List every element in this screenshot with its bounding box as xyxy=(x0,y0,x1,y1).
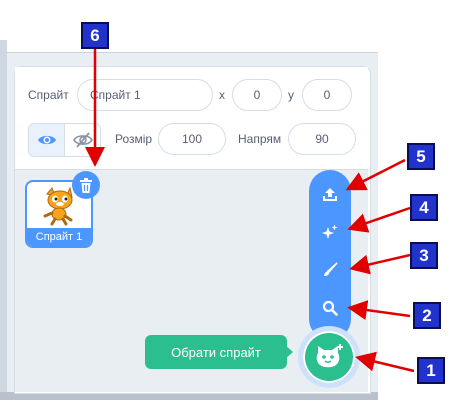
visibility-toggle xyxy=(28,123,101,157)
y-label: y xyxy=(288,88,294,102)
callout-1: 1 xyxy=(417,357,445,384)
arrow-1 xyxy=(355,351,415,373)
delete-sprite-button[interactable] xyxy=(72,171,100,199)
show-button[interactable] xyxy=(29,124,65,156)
sprite-name-field[interactable]: Спрайт 1 xyxy=(77,79,213,111)
choose-sprite-button[interactable] xyxy=(303,331,355,383)
top-strip xyxy=(0,0,474,52)
surprise-sprite-button[interactable] xyxy=(309,215,351,249)
eye-icon xyxy=(37,135,56,145)
sprite-thumbnail[interactable]: Спрайт 1 xyxy=(25,180,93,248)
size-label: Розмір xyxy=(115,132,153,146)
sprite-thumbnail-name: Спрайт 1 xyxy=(27,228,91,246)
upload-icon xyxy=(323,188,337,201)
x-field[interactable]: 0 xyxy=(232,79,282,111)
choose-sprite-tooltip: Обрати спрайт xyxy=(145,335,287,369)
arrow-4 xyxy=(347,206,411,233)
sprite-label: Спрайт xyxy=(28,88,69,102)
arrow-5 xyxy=(345,158,406,191)
callout-2: 2 xyxy=(413,302,441,329)
callout-3: 3 xyxy=(410,242,438,269)
trash-icon xyxy=(80,177,92,193)
search-sprite-button[interactable] xyxy=(309,291,351,325)
x-label: x xyxy=(219,88,225,102)
direction-field[interactable]: 90 xyxy=(288,123,356,155)
search-icon xyxy=(322,300,338,316)
surprise-icon xyxy=(322,224,338,239)
hide-button[interactable] xyxy=(65,124,100,156)
callout-4: 4 xyxy=(410,194,438,221)
cat-sprite-icon xyxy=(43,186,73,226)
direction-label: Напрям xyxy=(238,132,282,146)
horizontal-scrollbar[interactable] xyxy=(0,392,378,400)
stage-edge xyxy=(0,40,7,392)
arrow-3 xyxy=(349,253,411,275)
paint-sprite-button[interactable] xyxy=(309,253,351,287)
upload-sprite-button[interactable] xyxy=(309,177,351,211)
paint-icon xyxy=(324,262,338,276)
callout-6: 6 xyxy=(81,22,109,49)
callout-5: 5 xyxy=(407,143,435,170)
arrow-2 xyxy=(347,300,411,320)
y-field[interactable]: 0 xyxy=(302,79,352,111)
size-field[interactable]: 100 xyxy=(158,123,226,155)
eye-slash-icon xyxy=(72,132,93,148)
cat-add-icon xyxy=(316,344,343,368)
tooltip-pointer xyxy=(285,345,293,359)
